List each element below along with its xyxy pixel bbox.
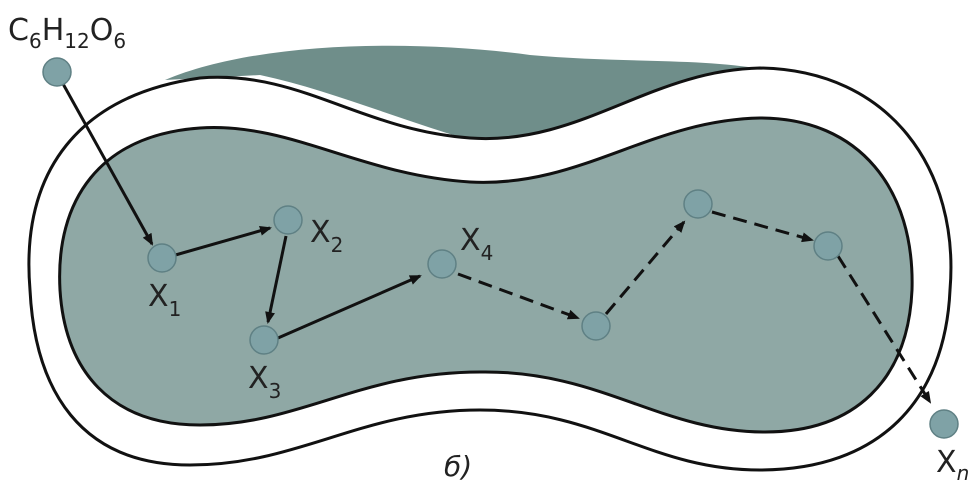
metabolite-dot-icon (427, 249, 457, 279)
node-label-x1: X1 (148, 279, 181, 321)
metabolite-dot-icon (683, 189, 713, 219)
node-label-x2: X2 (310, 215, 343, 257)
arrow-x1-to-x2 (171, 225, 272, 258)
metabolite-dot-icon (273, 205, 303, 235)
node-label-x4: X4 (460, 223, 493, 265)
arrow-substrate-to-x1 (60, 81, 154, 246)
arrow-x2-to-x3 (265, 235, 288, 324)
substrate-label: C6H12O6 (8, 13, 126, 53)
metabolite-dot-icon (929, 409, 959, 439)
metabolite-dot-icon (813, 231, 843, 261)
figure-caption: б) (444, 450, 472, 483)
metabolite-dot-icon (249, 325, 279, 355)
node-label-xn: Xn (936, 445, 969, 485)
metabolite-dot-icon (42, 57, 72, 87)
arrow-node6-to-node7 (711, 210, 814, 243)
arrow-node7-to-xn (836, 255, 932, 404)
metabolite-dot-icon (581, 311, 611, 341)
arrow-node5-to-node6 (604, 220, 686, 315)
metabolite-dot-icon (147, 243, 177, 273)
node-label-x3: X3 (248, 361, 281, 403)
arrow-x3-to-x4 (277, 274, 422, 340)
